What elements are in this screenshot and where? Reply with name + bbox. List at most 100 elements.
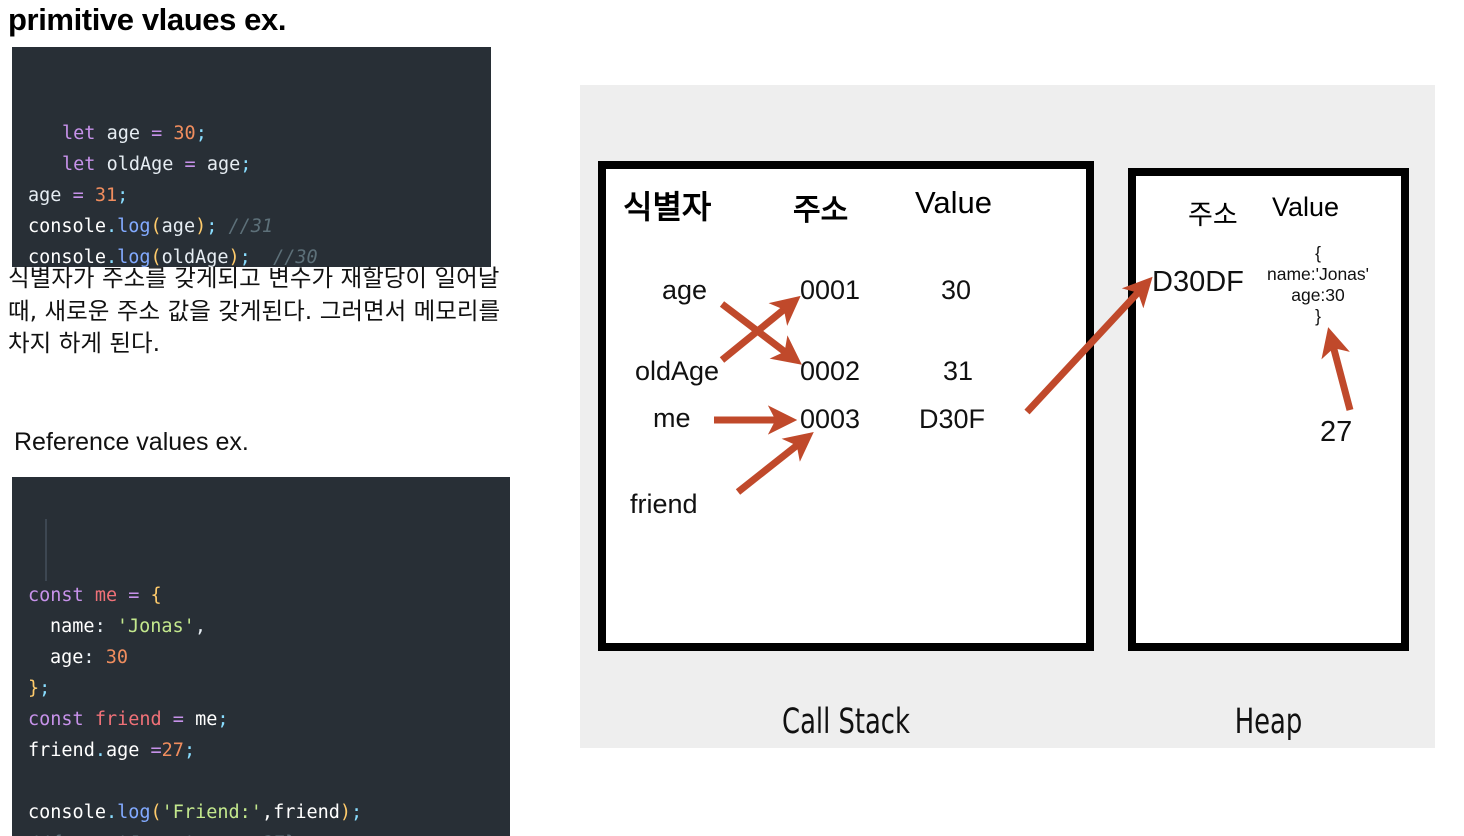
heap-header-value: Value xyxy=(1272,192,1340,222)
call-stack-identifier-friend: friend xyxy=(630,489,698,519)
code-token: : xyxy=(83,647,106,668)
reference-values-label: Reference values ex. xyxy=(14,428,249,456)
code-block-primitive-values: let age = 30;let oldAge = age;age = 31;c… xyxy=(12,47,491,267)
code-token: ; xyxy=(217,709,229,730)
code-line: age = 31; xyxy=(12,180,491,211)
code-line: let age = 30; xyxy=(12,118,491,149)
code-line: //{name:'Jonas', age:27} xyxy=(12,828,510,836)
code-line: friend.age =27; xyxy=(12,735,510,766)
code-token: log xyxy=(117,216,151,237)
code-token: 'Friend:' xyxy=(161,802,262,823)
call-stack-value-30: 30 xyxy=(941,275,972,305)
code-token: = xyxy=(184,154,207,175)
code-token: friend xyxy=(94,709,173,730)
code-lines-reference: const me = {name: 'Jonas',age: 30};const… xyxy=(12,580,510,836)
call-stack-identifier-oldage: oldAge xyxy=(635,356,720,386)
code-line: const me = { xyxy=(12,580,510,611)
code-token: log xyxy=(117,802,151,823)
page-title: primitive vlaues ex. xyxy=(8,2,287,37)
code-token: ( xyxy=(150,247,162,267)
heap-caption: Heap xyxy=(1234,702,1303,742)
code-token: age xyxy=(206,154,241,175)
code-line: age: 30 xyxy=(12,642,510,673)
code-token: ; xyxy=(183,740,196,761)
code-token: oldAge xyxy=(161,247,229,267)
code-token: age xyxy=(105,740,151,761)
code-token: age xyxy=(106,123,152,144)
code-token: me xyxy=(94,585,129,606)
code-token: ( xyxy=(150,802,162,823)
code-token: = xyxy=(72,185,95,206)
call-stack-box xyxy=(598,161,1094,651)
code-token: } xyxy=(28,678,40,699)
code-token: ) xyxy=(339,802,352,823)
code-token: ; xyxy=(117,185,129,206)
code-line: }; xyxy=(12,673,510,704)
code-token: console xyxy=(28,247,106,267)
code-token: : xyxy=(94,616,117,637)
code-line xyxy=(12,766,510,797)
call-stack-caption: Call Stack xyxy=(782,702,910,742)
code-token: friend xyxy=(28,740,95,761)
code-token: ; xyxy=(351,802,363,823)
code-token: . xyxy=(94,740,106,761)
call-stack-value-31: 31 xyxy=(943,356,974,386)
code-token: console xyxy=(28,802,106,823)
code-token: ) xyxy=(228,247,240,267)
code-token: name xyxy=(50,616,95,637)
code-token: = xyxy=(151,123,174,144)
code-token: ; xyxy=(206,216,218,237)
code-line: const friend = me; xyxy=(12,704,510,735)
call-stack-identifier-age: age xyxy=(662,275,708,305)
code-token: age xyxy=(161,216,196,237)
call-stack-header-value: Value xyxy=(915,185,992,220)
code-token: = xyxy=(150,740,162,761)
code-line: let oldAge = age; xyxy=(12,149,491,180)
code-token: const xyxy=(28,585,95,606)
code-token: ; xyxy=(240,154,252,175)
code-token: 30 xyxy=(173,123,196,144)
code-token: age xyxy=(28,185,73,206)
code-token: , xyxy=(194,616,206,637)
code-token: 30 xyxy=(105,647,128,668)
code-token: = xyxy=(172,709,196,730)
code-token: , xyxy=(261,802,274,823)
code-line: name: 'Jonas', xyxy=(12,611,510,642)
code-indent-guide xyxy=(45,519,47,581)
call-stack-address-0002: 0002 xyxy=(800,356,861,386)
code-line: console.log('Friend:',friend); xyxy=(12,797,510,828)
code-token: 'Jonas' xyxy=(116,616,195,637)
heap-object-value: { name:'Jonas' age:30 } xyxy=(1266,243,1370,326)
code-token: . xyxy=(105,216,118,237)
code-line: console.log(oldAge); //30 xyxy=(12,242,491,267)
code-token: { xyxy=(150,585,162,606)
heap-address-d30df: D30DF xyxy=(1152,266,1244,298)
code-token: age xyxy=(50,647,84,668)
heap-new-age-value: 27 xyxy=(1320,416,1353,448)
code-token: let xyxy=(62,154,107,175)
code-token: = xyxy=(128,585,151,606)
code-lines-primitive: let age = 30;let oldAge = age;age = 31;c… xyxy=(12,118,491,267)
call-stack-header-address: 주소 xyxy=(793,194,849,227)
code-token: 31 xyxy=(94,185,118,206)
code-token: . xyxy=(105,247,118,267)
code-token: ; xyxy=(39,678,51,699)
code-token: me xyxy=(195,709,218,730)
heap-box xyxy=(1128,168,1409,651)
call-stack-identifier-me: me xyxy=(653,403,691,433)
korean-explanation-text: 식별자가 주소를 갖게되고 변수가 재할당이 일어날때, 새로운 주소 값을 갖… xyxy=(8,264,501,357)
code-token: //31 xyxy=(228,216,274,237)
code-token: ( xyxy=(150,216,162,237)
code-token: ) xyxy=(195,216,207,237)
code-token: const xyxy=(28,709,95,730)
code-token xyxy=(217,216,228,237)
code-block-reference-values: const me = {name: 'Jonas',age: 30};const… xyxy=(12,477,510,836)
code-token: log xyxy=(117,247,151,267)
code-token: console xyxy=(28,216,106,237)
code-token: oldAge xyxy=(106,154,185,175)
code-token: ; xyxy=(239,247,251,267)
code-token: //30 xyxy=(273,247,318,267)
code-token: friend xyxy=(273,802,340,823)
code-token: ; xyxy=(195,123,207,144)
code-line: console.log(age); //31 xyxy=(12,211,491,242)
